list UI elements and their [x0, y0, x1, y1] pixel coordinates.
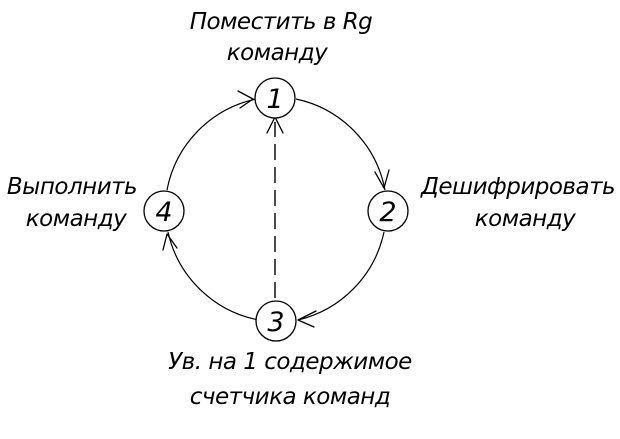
- node-4: 4: [143, 190, 185, 232]
- node-4-label-line-1: Выполнить: [7, 174, 137, 200]
- node-2-label-line-1: Дешифрировать: [420, 174, 615, 200]
- arrowhead-into-1-from-4: [237, 90, 254, 109]
- node-2-label-line-2: команду: [475, 206, 576, 232]
- arc-1-to-2: [295, 98, 386, 191]
- node-3: 3: [255, 300, 297, 342]
- node-3-label-line-2: счетчика команд: [190, 384, 390, 410]
- node-1-label-line-2: команду: [227, 40, 328, 66]
- arc-4-to-1: [166, 98, 257, 191]
- node-3-label-line-1: Ув. на 1 содержимое: [168, 349, 412, 375]
- node-2-number: 2: [379, 197, 396, 228]
- node-4-label-line-2: команду: [26, 206, 127, 232]
- node-1-number: 1: [266, 84, 283, 115]
- arrowhead-into-4: [162, 233, 178, 251]
- arrowhead-into-3: [297, 310, 317, 328]
- node-3-number: 3: [267, 307, 284, 338]
- arrowhead-into-2: [374, 169, 390, 189]
- node-2: 2: [367, 190, 409, 232]
- node-4-number: 4: [155, 197, 172, 228]
- node-1: 1: [254, 77, 296, 119]
- arc-2-to-3: [297, 231, 385, 321]
- node-1-label-line-1: Поместить в Rg: [190, 9, 373, 35]
- arc-3-to-4: [167, 231, 260, 321]
